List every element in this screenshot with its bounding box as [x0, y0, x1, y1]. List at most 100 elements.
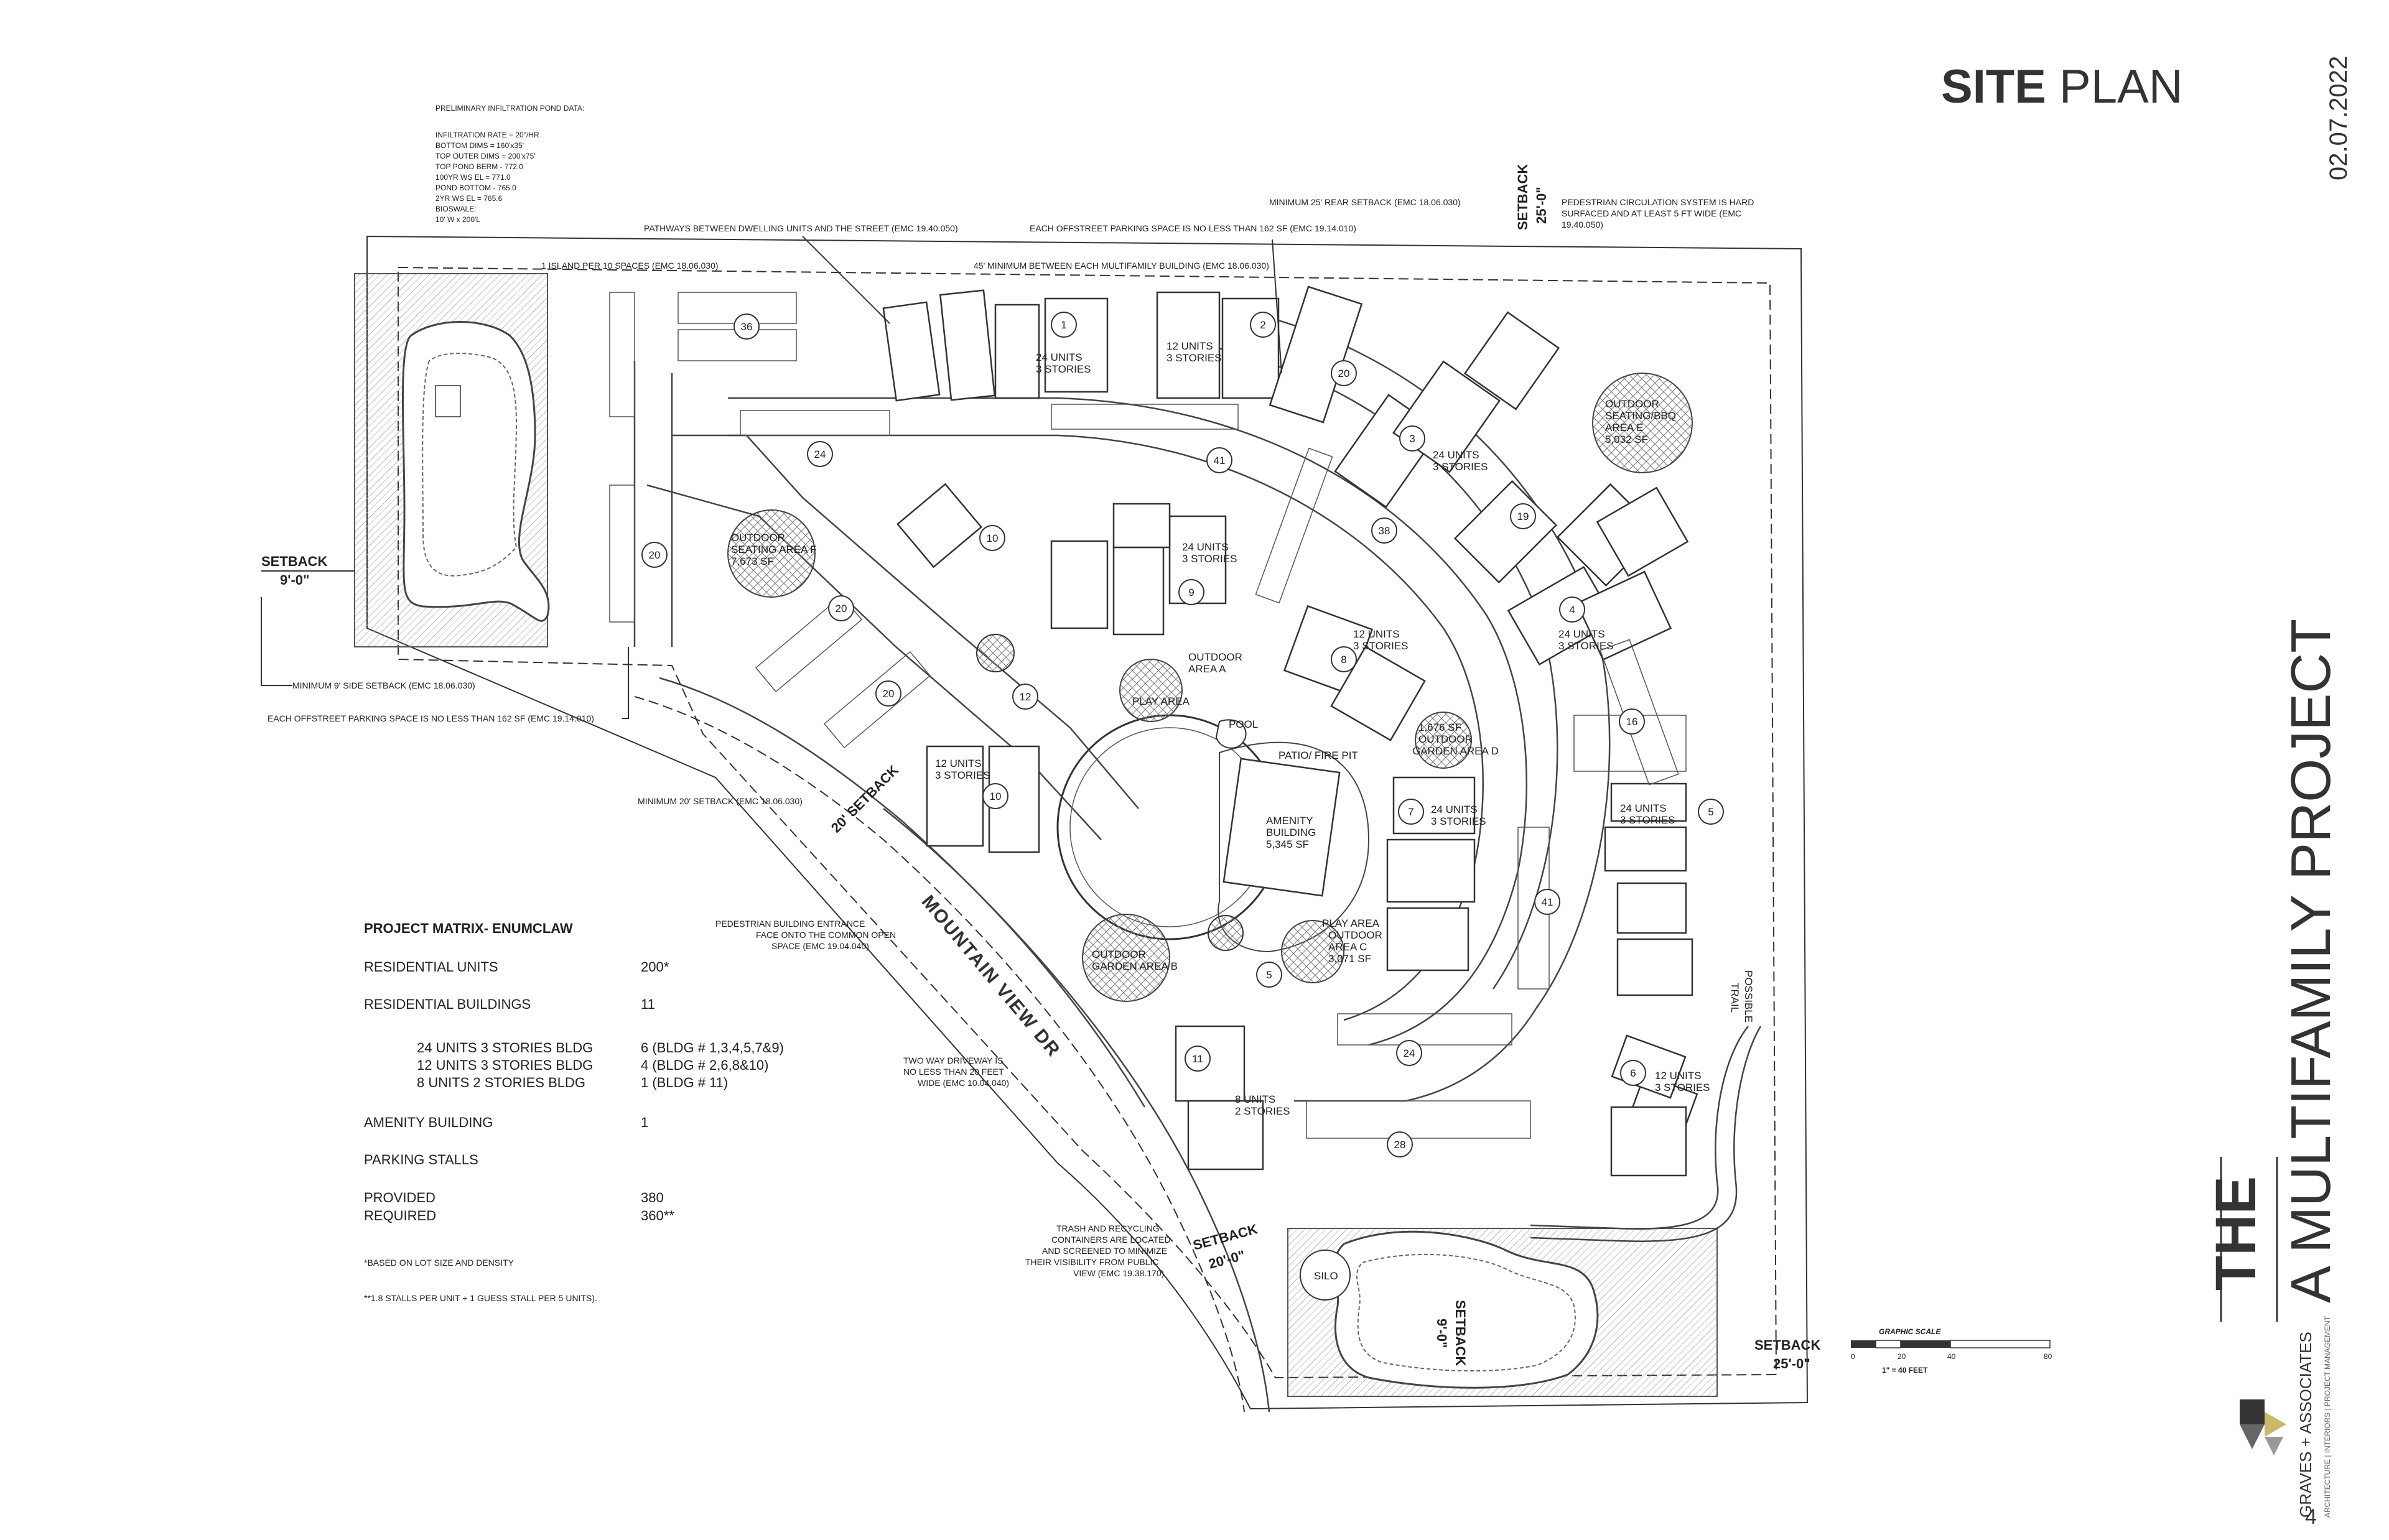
parking-count: 20 — [1338, 368, 1350, 379]
note-driveway: NO LESS THAN 20 FEET — [903, 1067, 1004, 1077]
matrix-value: 6 (BLDG # 1,3,4,5,7&9) — [641, 1040, 784, 1055]
page-title-light: PLAN — [2046, 60, 2183, 113]
note-min-between: 45' MINIMUM BETWEEN EACH MULTIFAMILY BUI… — [974, 261, 1269, 271]
pond-data-line: 10' W x 200'L — [435, 215, 480, 224]
pond-data-note: PRELIMINARY INFILTRATION POND DATA: INFI… — [435, 104, 584, 224]
outdoor-area-c — [1281, 920, 1344, 983]
building-units: 8 UNITS — [1235, 1093, 1275, 1105]
firm-tagline: ARCHITECTURE | INTERIORS | PROJECT MANAG… — [2323, 1315, 2332, 1518]
graphic-scale: GRAPHIC SCALE 0 20 40 80 1" = 40 FEET — [1851, 1327, 2052, 1375]
scale-tick: 80 — [2044, 1352, 2052, 1361]
building-stories: 3 STORIES — [1036, 363, 1091, 375]
building-units: 24 UNITS — [1182, 541, 1229, 553]
area-label: 5,032 SF — [1605, 434, 1648, 445]
parking-count: 38 — [1379, 525, 1390, 537]
area-label: BUILDING — [1266, 827, 1316, 838]
outdoor-garden-area-b — [1082, 914, 1170, 1002]
scale-tick: 20 — [1898, 1352, 1906, 1361]
note-trash: CONTAINERS ARE LOCATED — [1051, 1235, 1171, 1245]
building-stories: 3 STORIES — [1655, 1082, 1710, 1093]
building-number: 11 — [1192, 1053, 1203, 1065]
drive-aisle-west — [633, 361, 673, 647]
building-number: 1 — [1061, 319, 1066, 331]
area-label: AREA C — [1328, 941, 1367, 953]
setback-label: SETBACK — [1515, 164, 1530, 230]
building-units: 12 UNITS — [935, 758, 982, 769]
parking-count: 41 — [1542, 896, 1553, 908]
property-line — [366, 235, 1809, 1410]
building-units: 24 UNITS — [1620, 802, 1667, 814]
drive-aisle-north — [728, 397, 1527, 1046]
building-stories: 2 STORIES — [1235, 1105, 1290, 1117]
setback-value: 25'-0" — [1534, 187, 1549, 224]
building-units: 24 UNITS — [1558, 628, 1605, 640]
setback-label: SETBACK — [261, 554, 327, 569]
setback-label: SETBACK — [1453, 1300, 1468, 1366]
setback-label: SETBACK — [1754, 1337, 1820, 1353]
building-stories: 3 STORIES — [1353, 640, 1409, 652]
matrix-footnote: *BASED ON LOT SIZE AND DENSITY — [364, 1258, 515, 1268]
area-labels: OUTDOOR SEATING AREA F 7,673 SF OUTDOOR … — [731, 398, 1676, 1282]
matrix-value: 1 — [641, 1115, 648, 1130]
building-number: 2 — [1260, 319, 1265, 331]
parking-count-markers: 36 24 20 20 20 12 10 41 20 38 19 16 41 2… — [641, 313, 1645, 1157]
note-parking-left: EACH OFFSTREET PARKING SPACE IS NO LESS … — [268, 713, 594, 723]
area-label: OUTDOOR — [1328, 929, 1382, 941]
scale-tick: 40 — [1947, 1352, 1956, 1361]
garden-area-d — [1415, 712, 1472, 769]
building-footprints — [882, 285, 1698, 1177]
building-stories: 3 STORIES — [1167, 352, 1222, 364]
building-units: 24 UNITS — [1433, 449, 1479, 461]
setback-label: 20' SETBACK — [828, 762, 901, 835]
building-stories: 3 STORIES — [1182, 553, 1237, 565]
play-area-circle — [1119, 659, 1183, 722]
area-label: SEATING/BBQ — [1605, 410, 1676, 422]
code-notes: PATHWAYS BETWEEN DWELLING UNITS AND THE … — [261, 197, 1754, 1278]
note-entrance: FACE ONTO THE COMMON OPEN — [756, 930, 896, 940]
silo — [1300, 1250, 1351, 1301]
date: 02.07.2022 — [2325, 56, 2352, 180]
building-number: 6 — [1630, 1067, 1636, 1079]
building-number: 8 — [1341, 654, 1346, 666]
note-entrance: PEDESTRIAN BUILDING ENTRANCE — [715, 919, 865, 929]
area-label: OUTDOOR — [1188, 651, 1242, 663]
svg-text:POSSIBLE: POSSIBLE — [1743, 970, 1754, 1023]
outdoor-seating-area-f — [727, 509, 816, 598]
note-front-setback: MINIMUM 20' SETBACK (EMC 18.06.030) — [638, 796, 803, 806]
logo-mark-icon — [2240, 1399, 2286, 1455]
building-number-markers: 1 2 3 4 5 6 7 8 9 10 11 — [982, 312, 1724, 1086]
area-label: OUTDOOR — [1605, 398, 1659, 410]
note-island: 1 ISLAND PER 10 SPACES (EMC 18.06.030) — [541, 261, 719, 271]
pond-data-line: TOP OUTER DIMS = 200'x75' — [435, 152, 536, 160]
page-number: 4 — [2305, 1505, 2317, 1529]
area-label: PLAY AREA — [1132, 695, 1190, 707]
parking-count: 10 — [987, 532, 999, 544]
pond-data-line: POND BOTTOM - 765.0 — [435, 183, 516, 192]
matrix-footnote: **1.8 STALLS PER UNIT + 1 GUESS STALL PE… — [364, 1293, 597, 1303]
firm-name: GRAVES + ASSOCIATES — [2296, 1332, 2315, 1518]
matrix-title: PROJECT MATRIX- ENUMCLAW — [364, 921, 573, 936]
parking-count: 19 — [1517, 511, 1529, 522]
pond-data-title: PRELIMINARY INFILTRATION POND DATA: — [435, 104, 584, 113]
note-ped-circulation: SURFACED AND AT LEAST 5 FT WIDE (EMC — [1562, 208, 1741, 218]
scale-label: 1" = 40 FEET — [1882, 1366, 1928, 1375]
parking-count: 20 — [649, 549, 661, 561]
note-driveway: WIDE (EMC 10.04.040) — [918, 1078, 1009, 1088]
pond-data-line: 100YR WS EL = 771.0 — [435, 173, 511, 182]
pond-data-line: TOP POND BERM - 772.0 — [435, 162, 523, 171]
area-label: PATIO/ FIRE PIT — [1278, 749, 1358, 761]
building-number: 7 — [1408, 806, 1413, 818]
area-label: AREA E — [1605, 422, 1643, 434]
area-label: AREA A — [1188, 663, 1226, 675]
scale-tick: 0 — [1851, 1352, 1855, 1361]
matrix-value: 200* — [641, 959, 669, 975]
matrix-value: 4 (BLDG # 2,6,8&10) — [641, 1057, 768, 1073]
note-ped-circulation: PEDESTRIAN CIRCULATION SYSTEM IS HARD — [1562, 197, 1754, 207]
project-title-subtitle: A MULTIFAMILY PROJECT — [2280, 619, 2342, 1303]
parking-count: 20 — [883, 688, 895, 700]
street-name: MOUNTAIN VIEW DR — [918, 891, 1064, 1061]
note-trash: AND SCREENED TO MINIMIZE — [1042, 1246, 1167, 1256]
building-number: 9 — [1188, 587, 1194, 598]
note-trash: THEIR VISIBILITY FROM PUBLIC — [1025, 1257, 1158, 1267]
parking-count: 28 — [1394, 1139, 1406, 1151]
